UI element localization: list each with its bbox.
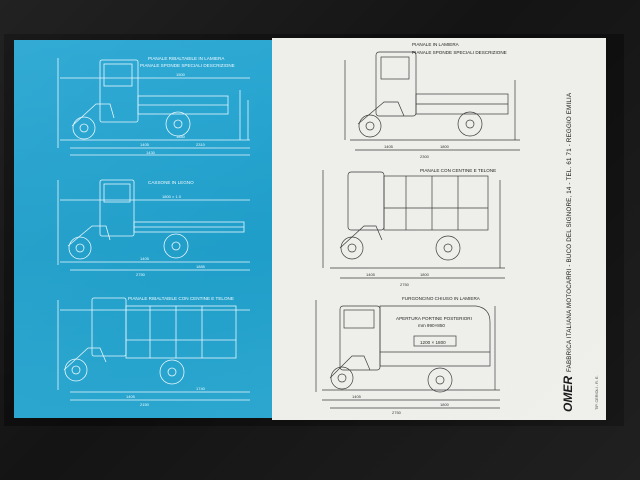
blue-drawing-panel — [14, 40, 272, 418]
blue-dim-top-b: 2310 — [196, 142, 206, 147]
blue-drawing-3 — [57, 297, 250, 401]
printer-credit: TIP. CERIOLI - R. E. — [595, 375, 599, 410]
blue-dim-bot-b: 1405 — [126, 394, 136, 399]
white-caption-bottom-2: APERTURA PORTINE POSTERIORI — [396, 316, 472, 321]
white-caption-middle: PIANALE CON CENTINE E TELONE — [420, 168, 496, 173]
white-dim-bot-c: 2750 — [392, 410, 402, 415]
white-drawing-2 — [322, 170, 505, 279]
white-dim-bot-a: 1405 — [352, 394, 362, 399]
white-caption-top-1: PIANALE IN LAMIERA — [412, 42, 460, 47]
blue-dim-mid-b: 1885 — [196, 264, 206, 269]
white-inner-dim: 1200 × 1800 — [420, 340, 446, 345]
blue-caption-middle: CASSONE IN LEGNO — [148, 180, 194, 185]
white-caption-bottom-3: mm 990×850 — [418, 323, 445, 328]
blue-dim-top-len: 1880 — [176, 134, 186, 139]
white-dim-top-b: 1800 — [440, 144, 450, 149]
blue-drawing-2 — [57, 179, 250, 271]
white-dim-mid-b: 1800 — [420, 272, 430, 277]
white-caption-top-2: PIANALE SPONDE SPECIALI DESCRIZIONE — [412, 50, 507, 55]
blue-dim-top-total: 1500 — [176, 72, 186, 77]
blue-dim-mid-c: 2750 — [136, 272, 146, 277]
white-dim-mid-c: 2750 — [400, 282, 410, 287]
blue-drawing-1 — [57, 58, 250, 156]
white-drawing-3 — [315, 300, 500, 409]
vertical-brand-strip: OMER FABBRICA ITALIANA MOTOCARRI - BUCO … — [561, 92, 575, 412]
white-dim-top-a: 1405 — [384, 144, 394, 149]
white-dim-top-c: 2300 — [420, 154, 430, 159]
brand-logo-text: OMER — [561, 376, 575, 412]
footer-strip: TIP. CERIOLI - R. E. — [595, 375, 599, 410]
blue-dim-mid-a: 1405 — [140, 256, 150, 261]
blue-caption-top-1: PIANALE RIBALTABILE IN LAMIERA — [148, 56, 225, 61]
blue-dim-top-a: 1405 — [140, 142, 150, 147]
white-dim-mid-a: 1405 — [366, 272, 376, 277]
white-drawing-1 — [344, 51, 520, 151]
white-caption-bottom-1: FURGONCINO CHIUSO IN LAMIERA — [402, 296, 481, 301]
white-dim-bot-b: 1800 — [440, 402, 450, 407]
brand-address-text: FABBRICA ITALIANA MOTOCARRI - BUCO DEL S… — [566, 92, 573, 372]
blue-dim-mid-total: 1800 × 1 0 — [162, 194, 182, 199]
blue-caption-bottom: PIANALE RIBALTABILE CON CENTINE E TELONE — [128, 296, 234, 301]
blue-dim-bot-c: 2150 — [140, 402, 150, 407]
blue-caption-top-2: PIANALE SPONDE SPECIALI DESCRIZIONE — [140, 63, 235, 68]
white-drawing-panel — [272, 38, 606, 420]
blue-dim-bot-a: 1740 — [196, 386, 206, 391]
blue-dim-top-c: 1430 — [146, 150, 156, 155]
